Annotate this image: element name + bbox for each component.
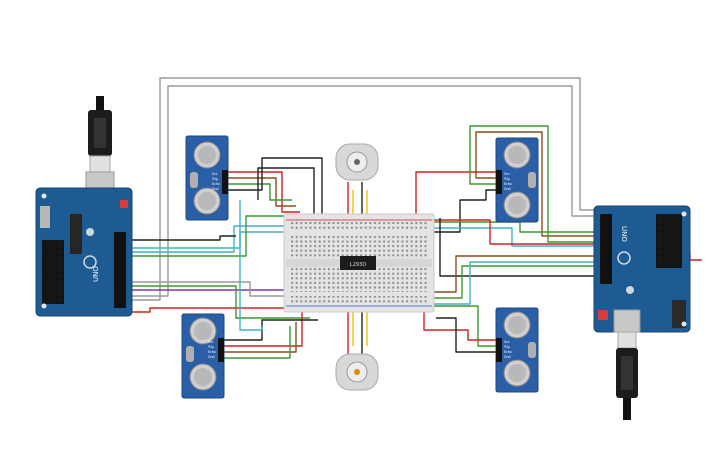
- arduino-left-label: UNO: [92, 266, 100, 282]
- sensor-tr-pin-gnd: Gnd: [504, 187, 511, 191]
- arduino-left: UNO: [35, 96, 133, 317]
- wire-brown-right: [430, 255, 600, 293]
- ultrasonic-sensor-bottom-right: [495, 307, 539, 393]
- wire-black-br: [436, 317, 496, 353]
- wire-black-tl: [228, 157, 323, 214]
- sensor-tr-pin-vcc: Vcc: [504, 172, 510, 176]
- sensor-tr-pin-trig: Trig: [503, 177, 510, 181]
- ultrasonic-sensor-top-right: [495, 137, 539, 223]
- sensor-tl-pin-trig: Trig: [211, 177, 218, 181]
- sensor-br-pin-trig: Trig: [503, 345, 510, 349]
- usb-plug-tip-left: [96, 96, 104, 110]
- wire-brown-tr: [475, 131, 600, 237]
- wire-cyan-right-2: [430, 261, 600, 305]
- motor-top: [335, 143, 379, 181]
- sensor-tr-pin-echo: Echo: [504, 182, 512, 186]
- arduino-right-label: UNO: [620, 226, 628, 242]
- l293d-ic: [340, 256, 376, 270]
- wire-brown-bl: [224, 322, 297, 353]
- ultrasonic-sensor-bottom-left: [181, 313, 225, 399]
- wire-black-right: [439, 218, 600, 277]
- wire-black-tr: [430, 189, 496, 233]
- wire-cyan-right: [430, 227, 600, 247]
- wire-green-right-1: [430, 221, 600, 233]
- sensor-bl-pin-trig: Trig: [207, 345, 214, 349]
- arduino-right: UNO: [593, 205, 691, 420]
- wire-black-tl-2: [257, 167, 315, 214]
- breadboard: L293D: [283, 213, 435, 313]
- sensor-pin-labels: Vcc Trig Echo Gnd Vcc Trig Echo Gnd Vcc …: [207, 172, 512, 359]
- wire-red-br: [423, 310, 496, 341]
- wire-black-bl: [224, 319, 318, 341]
- wire-green-left-2: [128, 285, 310, 319]
- sensor-tl-pin-echo: Echo: [212, 182, 220, 186]
- wire-black-left: [128, 235, 236, 241]
- wire-red-tl: [228, 171, 300, 213]
- wire-cyan-left-2: [128, 225, 296, 253]
- sensor-tl-pin-gnd: Gnd: [212, 187, 219, 191]
- ultrasonic-sensor-top-left: [185, 135, 229, 221]
- sensor-br-pin-gnd: Gnd: [504, 355, 511, 359]
- wire-cyan-bl: [239, 200, 263, 331]
- ic-label: L293D: [350, 262, 366, 268]
- wire-brown-tl: [228, 177, 296, 207]
- sensor-bl-pin-echo: Echo: [208, 350, 216, 354]
- wire-green-tl: [228, 183, 292, 201]
- usb-connector-right: [613, 309, 641, 333]
- usb-connector-left: [89, 155, 111, 173]
- wire-red-left: [128, 307, 300, 313]
- sensor-br-pin-vcc: Vcc: [504, 340, 510, 344]
- wire-green-left-1: [128, 215, 300, 257]
- wire-green-bl: [224, 326, 291, 359]
- wire-gray-top-loop-outer: [128, 77, 600, 301]
- wire-gray-top-loop-inner: [128, 85, 600, 297]
- sensor-tl-pin-vcc: Vcc: [212, 172, 218, 176]
- wire-green-br: [430, 305, 496, 347]
- wire-green-right-2: [430, 265, 600, 299]
- wire-green-tr: [469, 125, 600, 243]
- wire-red-right-1: [430, 219, 598, 245]
- sensor-bl-pin-gnd: Gnd: [208, 355, 215, 359]
- wire-purple-left: [128, 289, 301, 300]
- motor-bottom: [335, 353, 379, 391]
- usb-plug-tip-right: [623, 398, 631, 420]
- wire-gray-left: [128, 281, 292, 297]
- sensor-bl-pin-vcc: Vcc: [208, 340, 214, 344]
- sensor-br-pin-echo: Echo: [504, 350, 512, 354]
- wire-red-bl: [224, 312, 303, 347]
